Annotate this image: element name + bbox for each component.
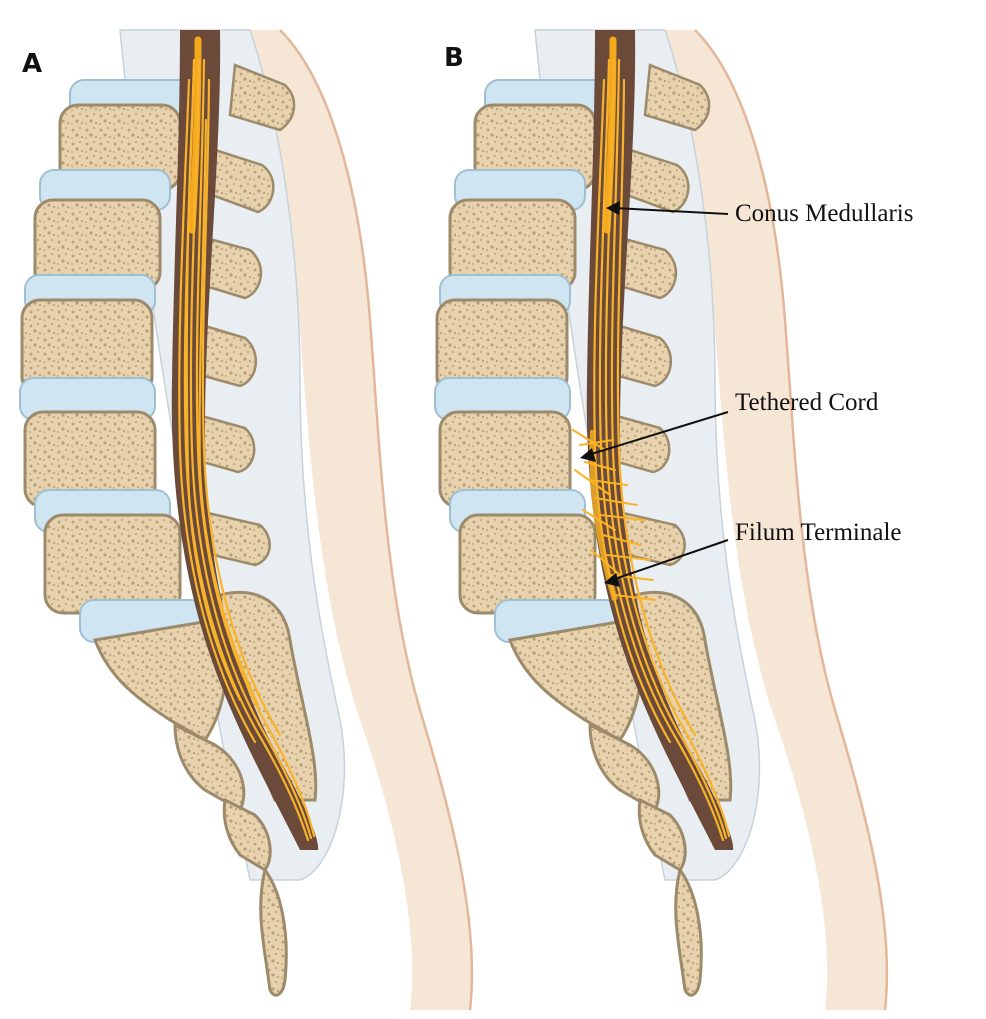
panel-a: A — [18, 28, 474, 1012]
panel-b: B — [433, 28, 913, 1012]
spine-illustration-a — [18, 28, 474, 1012]
label-tethered-cord: Tethered Cord — [735, 389, 879, 416]
callout-conus: Conus Medullaris — [606, 200, 913, 227]
callout-tethered: Tethered Cord — [580, 389, 879, 462]
spinal-cord-b — [572, 36, 731, 842]
label-conus-medullaris: Conus Medullaris — [735, 200, 913, 227]
tethered-region — [572, 429, 656, 601]
panel-letter-b: B — [444, 43, 464, 73]
callout-filum: Filum Terminale — [604, 519, 902, 587]
label-filum-terminale: Filum Terminale — [735, 519, 902, 546]
spinal-cord-a — [178, 36, 316, 842]
panel-letter-a: A — [22, 49, 42, 79]
